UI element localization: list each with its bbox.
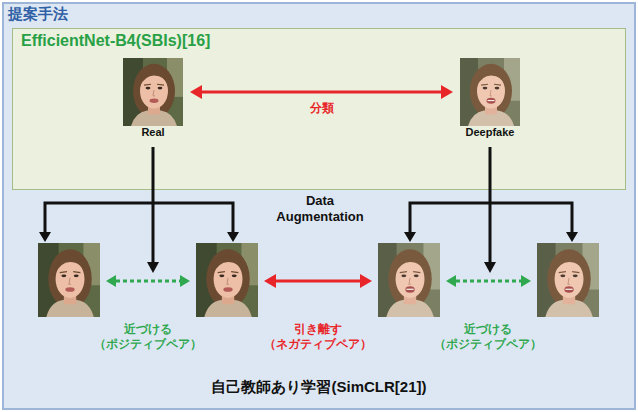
augmentation-arrowheads [39,232,578,273]
text-holder: Data Augmentation [265,193,375,226]
text-holder: 引き離す （ネガティブペア） [243,322,393,352]
edge-label: 分類 [282,101,362,116]
arrowhead [441,85,453,99]
text-holder: 自己教師あり学習(SimCLR[21]) [4,378,634,397]
text-holder: Real [118,126,188,140]
augmentation-label: Data Augmentation [265,193,375,226]
text-holder: 分類 [282,101,362,116]
classification-arrow [190,85,453,99]
image-label: Deepfake [455,126,525,140]
text-holder: EfficientNet-B4(SBIs)[16] [21,31,210,51]
face-images [38,58,599,317]
positive-pair-arrow [106,275,190,287]
deepfake-face [460,58,520,126]
negative-pair-arrow [264,274,372,288]
positive-pair-label: 近づける （ポジティブペア） [413,322,563,352]
branch-line [152,147,155,263]
text-holder: 近づける （ポジティブペア） [413,322,563,352]
negative-pair-label: 引き離す （ネガティブペア） [243,322,393,352]
real-face [123,58,183,126]
model-title: EfficientNet-B4(SBIs)[16] [21,31,210,51]
augmented-deepfake-face [378,243,440,317]
text-holder: Deepfake [455,126,525,140]
branch-line [45,203,233,233]
image-label: Real [118,126,188,140]
text-holder: 提案手法 [8,5,68,24]
text-holder: 近づける （ポジティブペア） [73,322,223,352]
branch-line [489,147,492,263]
positive-pair-arrow [446,275,531,287]
panel-caption: 自己教師あり学習(SimCLR[21]) [4,378,634,397]
augmented-real-face [196,243,258,317]
connector-line [201,91,442,94]
augmented-deepfake-face [537,243,599,317]
positive-pair-label: 近づける （ポジティブペア） [73,322,223,352]
augmentation-arrows [45,147,572,263]
augmented-real-face [38,243,100,317]
panel-title: 提案手法 [8,5,68,24]
arrowhead [190,85,202,99]
